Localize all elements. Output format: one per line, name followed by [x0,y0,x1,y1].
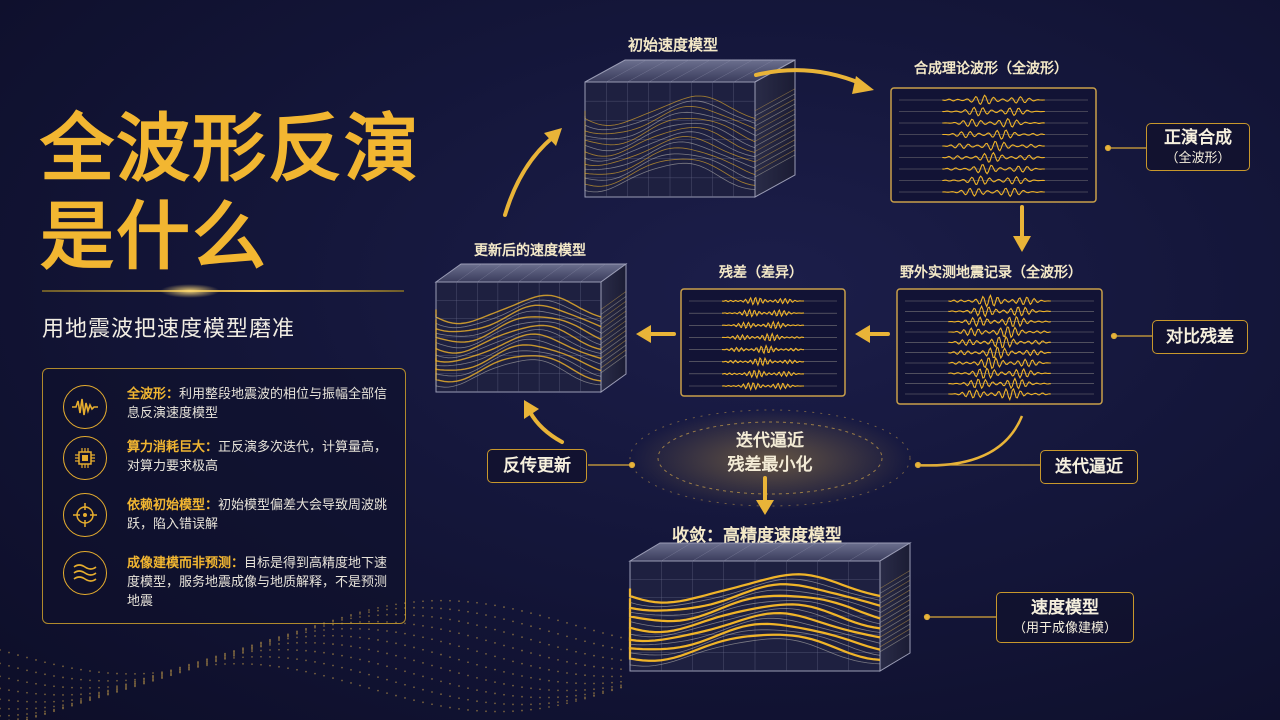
callout-iterate-line1: 迭代逼近 [1055,457,1123,477]
callout-iterate: 迭代逼近 [1040,450,1138,484]
residual-waveform-panel [680,288,846,397]
arrow-iterate [914,415,1024,467]
converged-model-cube [628,542,912,672]
center-line-1: 迭代逼近 [736,431,804,451]
arrowhead-updated [636,325,651,343]
center-line-2: 残差最小化 [727,455,813,475]
page-title: 全波形反演 是什么 [40,105,460,281]
node-label-observed: 野外实测地震记录（全波形） [900,265,1082,281]
info-label: 依赖初始模型： [127,498,219,513]
residual-waveform-traces [689,296,837,392]
info-desc: 正反演多次迭代，计算量高，对算力要求极高 [127,440,388,474]
arrowhead-residual [855,325,870,343]
arrow-to-synthetic [754,68,864,86]
observed-waveform-traces [905,294,1094,402]
layers-wave-icon [63,551,107,595]
node-label-synthetic: 合成理论波形（全波形） [914,61,1068,77]
callout-velocity-line2: （用于成像建模） [1012,621,1117,636]
callout-compare: 对比残差 [1152,320,1248,354]
title-line-1: 全波形反演 [40,106,420,192]
initial-model-cube [584,59,796,198]
updated-model-cube [434,263,628,393]
title-line-2: 是什么 [40,194,268,280]
info-label: 算力消耗巨大： [127,440,219,455]
info-label: 全波形： [127,387,180,402]
node-label-residual: 残差（差异） [719,265,803,281]
arrowhead-synthetic [852,76,874,94]
node-label-initial: 初始速度模型 [628,36,719,54]
chip-icon [63,436,107,480]
callout-backprop-line1: 反传更新 [503,456,571,476]
waveform-icon [63,385,107,429]
synthetic-waveform-traces [899,94,1088,198]
center-iterate-label: 迭代逼近 残差最小化 [700,429,840,477]
observed-waveform-panel [896,288,1103,405]
node-label-updated: 更新后的速度模型 [474,243,586,259]
callout-velocity-line1: 速度模型 [1031,598,1099,618]
arrow-backprop [528,410,564,444]
callout-forward-line2: （全波形） [1165,151,1231,166]
divider-glow [160,284,220,298]
arrowhead-observed [1013,236,1031,252]
callout-compare-line1: 对比残差 [1166,327,1234,347]
info-desc: 初始模型偏差大会导致周波跳跃，陷入错误解 [127,498,388,532]
title-divider [42,290,404,292]
callout-forward-line1: 正演合成 [1164,128,1232,148]
dot-wave-decoration [0,599,622,720]
arrowhead-converged [756,500,774,515]
arrowhead-backprop [524,400,539,419]
center-glow [630,410,910,510]
callout-forward: 正演合成 （全波形） [1146,123,1250,171]
info-label: 成像建模而非预测： [127,556,245,571]
node-label-converged: 收敛：高精度速度模型 [672,526,842,546]
orbit-ring-outer [629,409,911,507]
arrowhead-initial [544,128,562,146]
crosshair-icon [63,493,107,537]
info-box: 全波形：利用整段地震波的相位与振幅全部信息反演速度模型 算力消耗巨大：正反演多次… [42,368,406,624]
callout-backprop: 反传更新 [487,449,587,483]
orbit-ring-inner [657,421,883,495]
info-desc: 目标是得到高精度地下速度模型，服务地震成像与地质解释，不是预测地震 [127,556,388,609]
subtitle: 用地震波把速度模型磨准 [42,317,296,342]
callout-velocity: 速度模型 （用于成像建模） [996,592,1134,643]
arrow-to-initial [503,136,554,217]
info-desc: 利用整段地震波的相位与振幅全部信息反演速度模型 [127,387,388,421]
